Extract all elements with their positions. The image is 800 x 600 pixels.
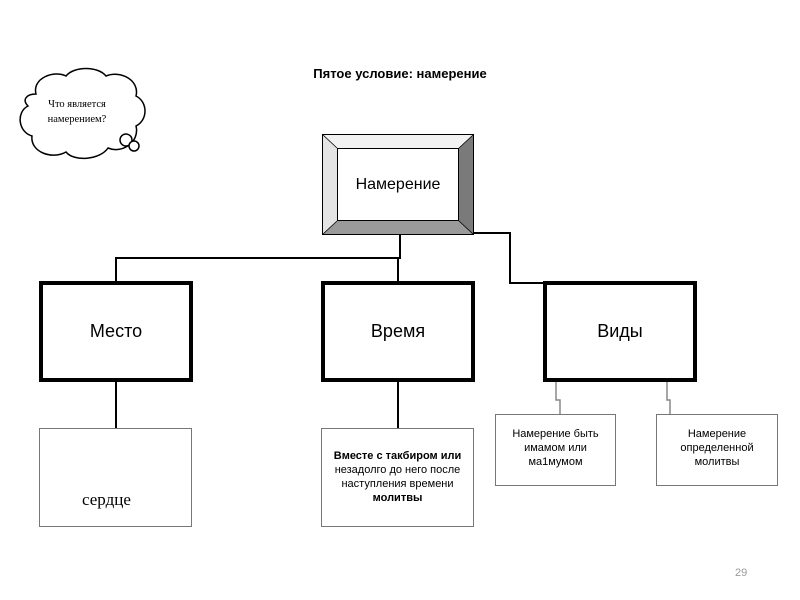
detail-time-text: незадолго до него после наступления врем… [334, 464, 461, 490]
diagram-title: Пятое условие: намерение [313, 66, 487, 81]
thought-bubble-icon [19, 67, 146, 160]
detail-time-bold-1: Вместе с такбиром или [333, 450, 462, 462]
detail-types-text-2: Намерение определенной молитвы [680, 428, 754, 468]
detail-types-node-1: Намерение быть имамом или ма1мумом [495, 414, 616, 486]
category-place-label: Место [89, 321, 143, 341]
root-node: Намерение [322, 134, 474, 235]
thought-bubble-line-1: Что является [48, 99, 106, 110]
page-number: 29 [735, 567, 748, 579]
root-node-label: Намерение [337, 148, 459, 221]
connector-vidy-to-leaf-1 [555, 382, 561, 414]
detail-time-bold-2: молитвы [372, 492, 423, 504]
category-place-node: Место [39, 281, 193, 382]
thought-bubble-line-2: намерением? [47, 114, 107, 125]
connector-root-to-mesto [115, 235, 401, 281]
connector-root-to-vidy [474, 232, 545, 284]
thought-bubble-text: Что является намерением? [34, 97, 120, 127]
category-time-node: Время [321, 281, 475, 382]
detail-time-node: Вместе с такбиром или незадолго до него … [321, 428, 474, 527]
connector-vidy-to-leaf-2 [666, 382, 671, 414]
detail-types-node-2: Намерение определенной молитвы [656, 414, 778, 486]
category-types-label: Виды [597, 321, 643, 341]
category-time-label: Время [370, 321, 426, 341]
category-types-node: Виды [543, 281, 697, 382]
detail-place-text: сердце [82, 490, 131, 509]
root-bevel [323, 135, 473, 234]
detail-types-text-1: Намерение быть имамом или ма1мумом [512, 428, 599, 468]
detail-place-node: сердце [39, 428, 192, 527]
